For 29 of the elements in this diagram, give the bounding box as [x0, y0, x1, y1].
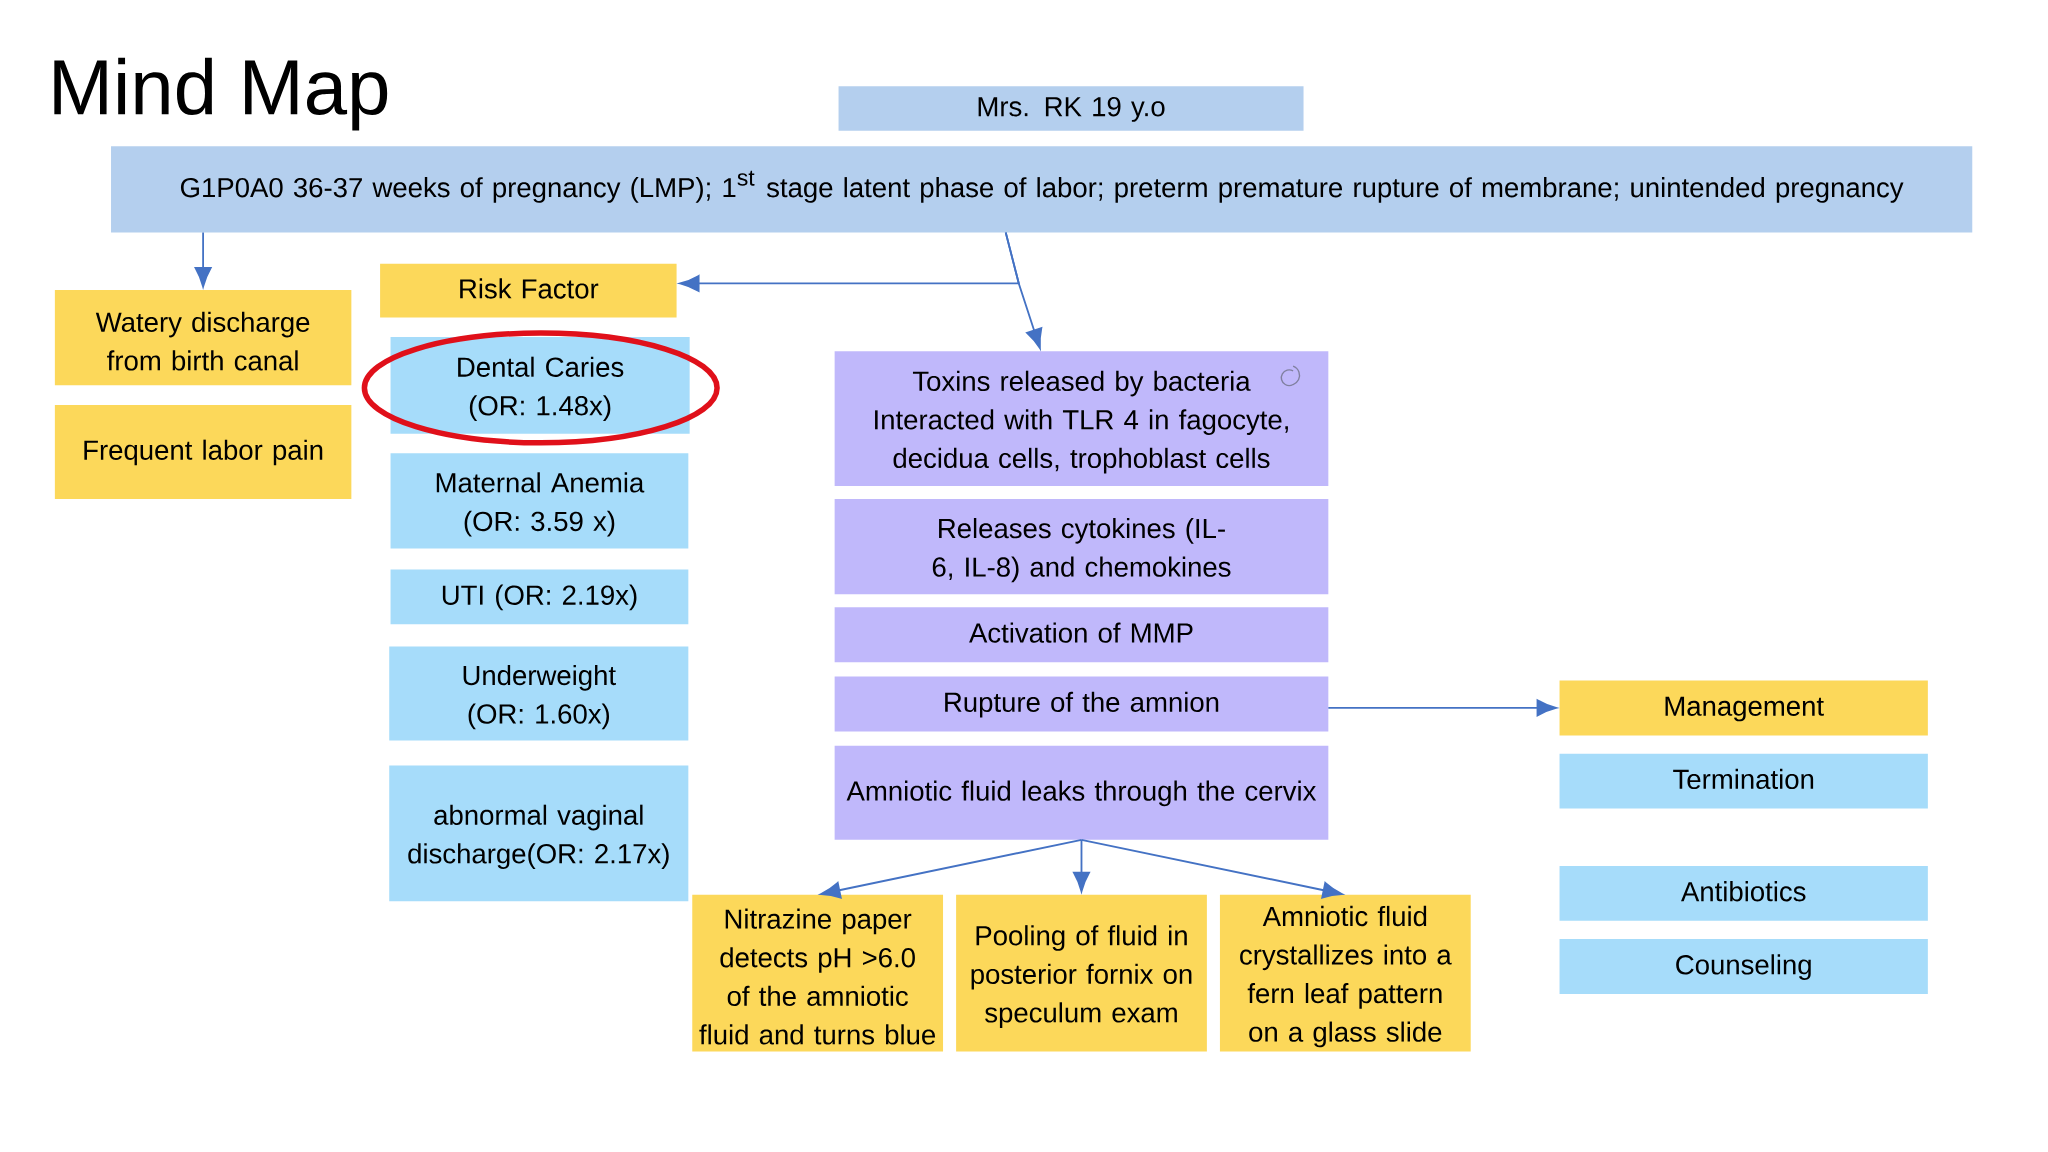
arrow [820, 838, 1083, 899]
arrow [1327, 699, 1557, 717]
risk-box: UTI (OR: 2.19x) [390, 569, 689, 625]
process-box: Toxins released by bacteria Interacted with TLR 4 in fagocyte, decidua cells, trophoblast cells [834, 351, 1329, 486]
heading-box: Management [1559, 680, 1928, 736]
process-box: Activation of MMP [834, 607, 1329, 663]
finding-box: Nitrazine paper detects pH >6.0 of the amniotic fluid and turns blue [692, 894, 944, 1052]
title: Mind Map [54, 57, 388, 131]
process-box: Amniotic fluid leaks through the cervix [834, 745, 1329, 840]
arrow [1073, 838, 1090, 893]
process-box: Rupture of the amnion [834, 676, 1329, 732]
arrow [194, 231, 212, 288]
finding-box: Pooling of fluid in posterior fornix on speculum exam [956, 894, 1207, 1052]
patient-box: Mrs. RK 19 y.o [838, 86, 1304, 131]
risk-box: Dental Caries (OR: 1.48x) [390, 337, 690, 434]
symptom-box: Watery discharge from birth canal [54, 290, 352, 386]
management-box: Antibiotics [1559, 866, 1928, 921]
diagnosis-box: G1P0A0 36-37 weeks of pregnancy (LMP); 1$^{st}$ stage latent phase of labor; preterm premature rupture of membrane; unintended pregnancy [111, 146, 1973, 233]
risk-box: abnormal vaginal discharge(OR: 2.17x) [389, 765, 689, 902]
management-box: Termination [1559, 753, 1928, 809]
arrow [1004, 231, 1043, 349]
arrow [1080, 838, 1343, 899]
management-box: Counseling [1559, 939, 1928, 994]
risk-box: Underweight (OR: 1.60x) [389, 646, 689, 741]
finding-box: Amniotic fluid crystallizes into a fern leaf pattern on a glass slide [1219, 894, 1471, 1052]
symptom-box: Frequent labor pain [54, 404, 352, 499]
process-box: Releases cytokines (IL-6, IL-8) and chemokines [834, 498, 1329, 595]
risk-box: Maternal Anemia (OR: 3.59 x) [390, 453, 689, 549]
heading-box: Risk Factor [380, 263, 677, 318]
